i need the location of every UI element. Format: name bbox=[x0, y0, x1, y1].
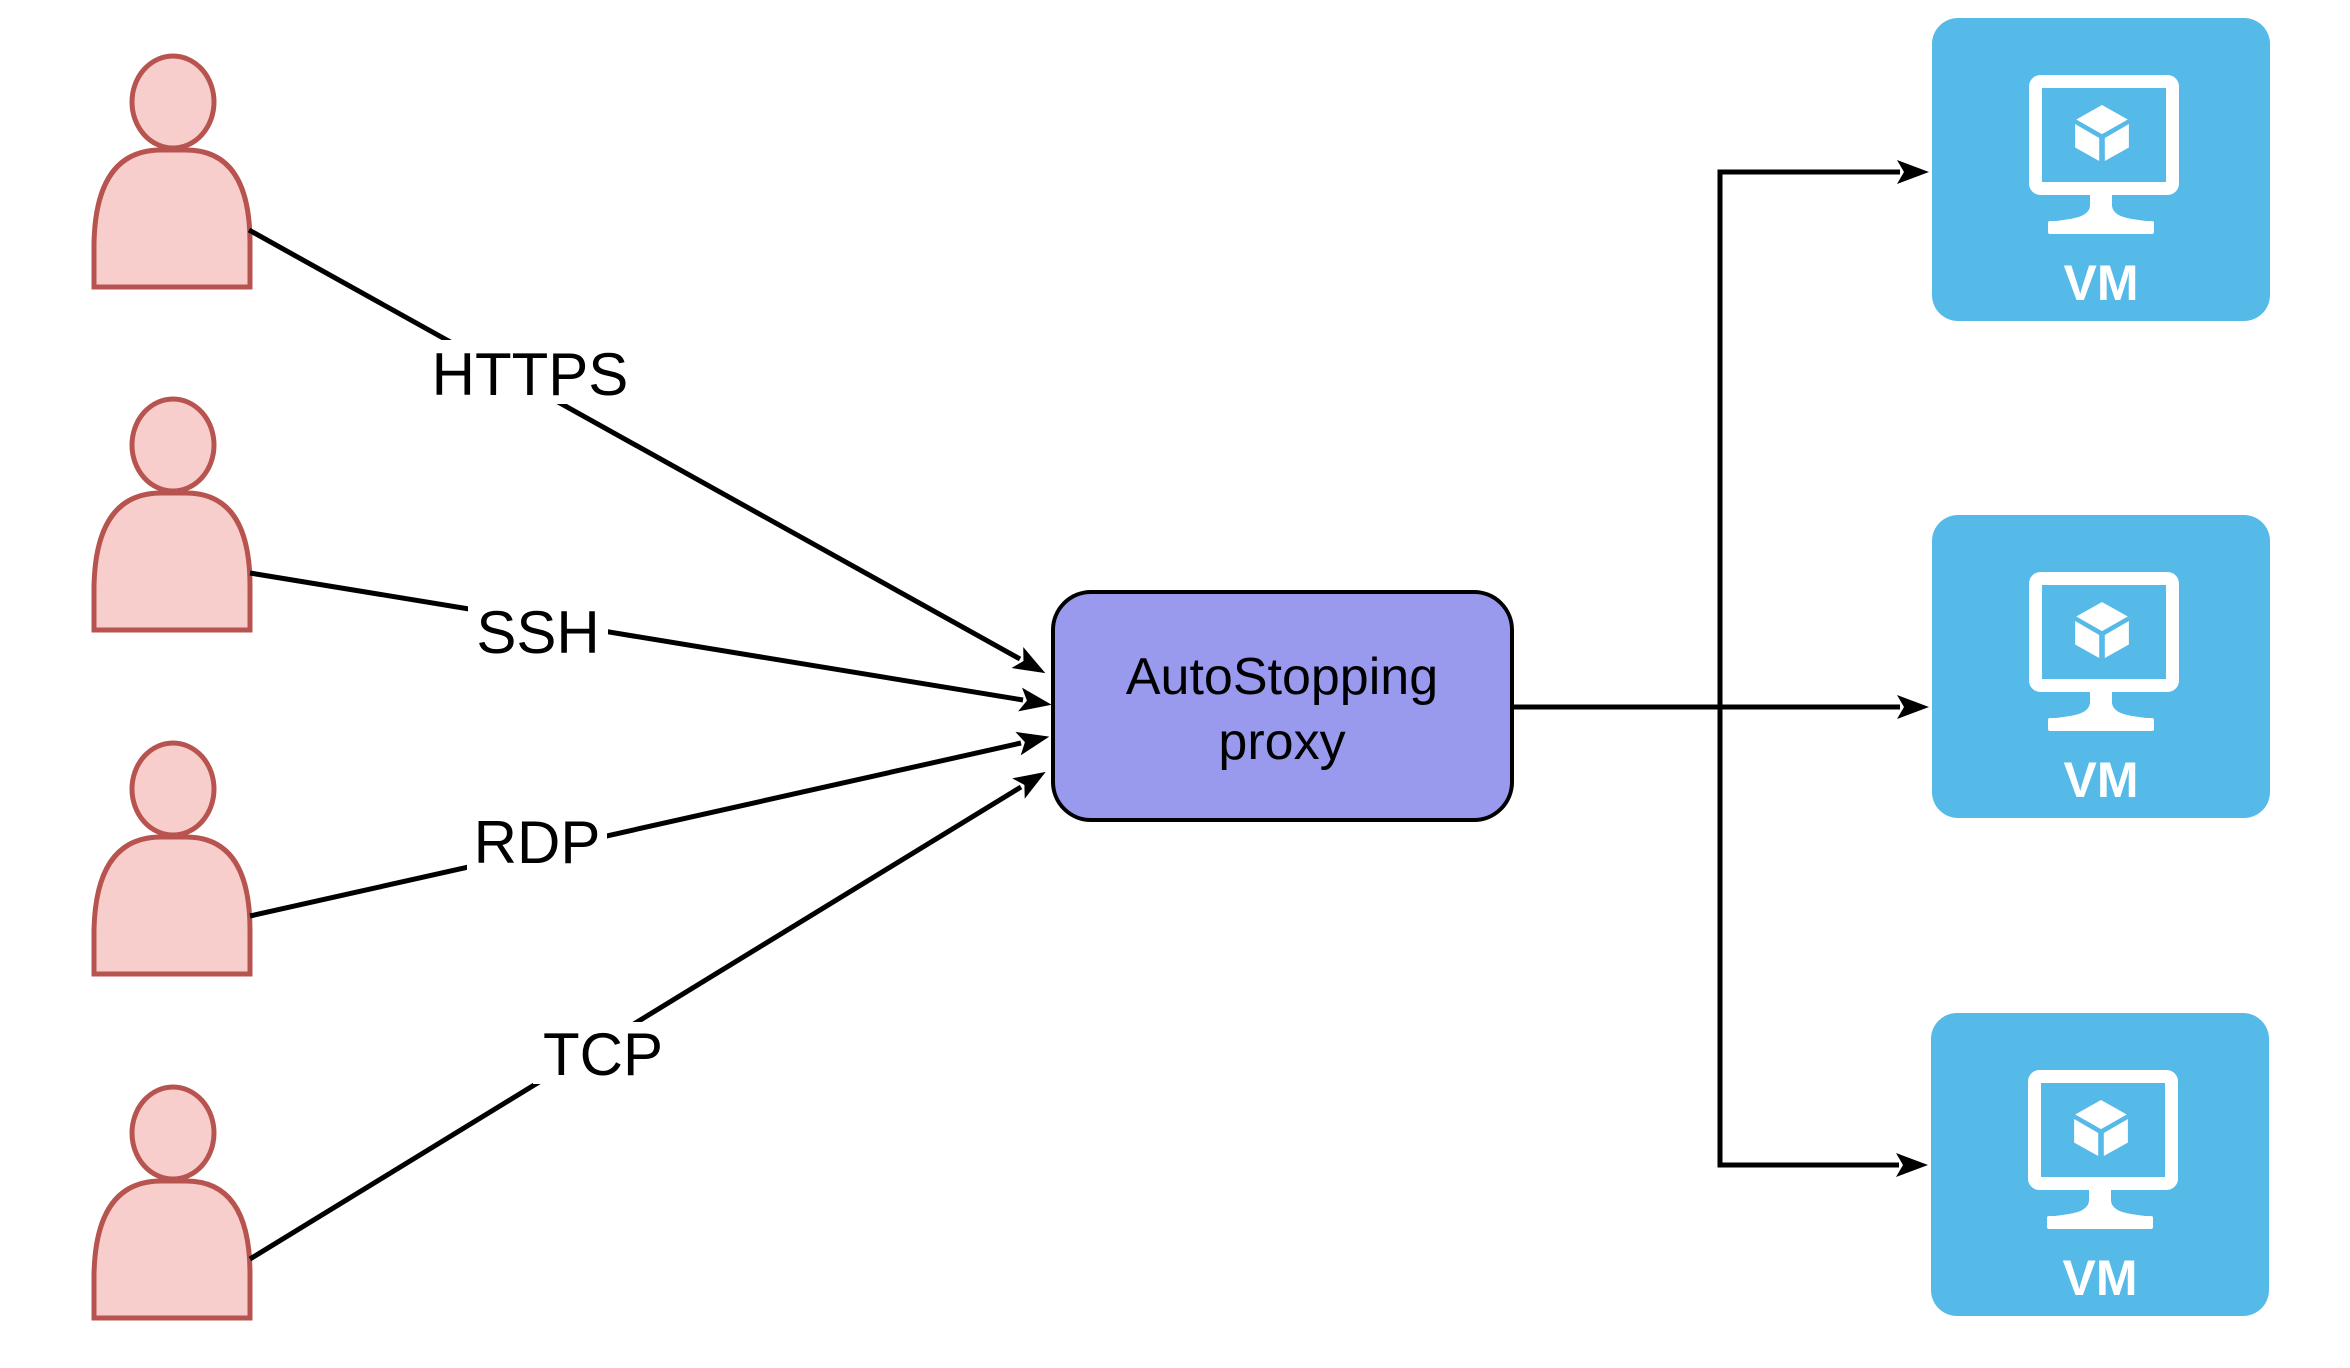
edge-label-ssh: SSH bbox=[476, 599, 599, 666]
edge-label-rdp: RDP bbox=[474, 809, 601, 876]
edge-ssh bbox=[249, 570, 1052, 712]
vm-node-1: VM bbox=[1932, 18, 2270, 321]
edge-https bbox=[247, 227, 1046, 674]
edge-label-https: HTTPS bbox=[432, 341, 629, 408]
vm-label: VM bbox=[2064, 255, 2139, 311]
edge-rdp bbox=[249, 731, 1050, 919]
vm-label: VM bbox=[2063, 1250, 2138, 1306]
edge-label-tcp: TCP bbox=[543, 1021, 663, 1088]
label-bg-ssh bbox=[468, 600, 608, 664]
vm-node-3: VM bbox=[1931, 1013, 2269, 1316]
autostopping-proxy-node: AutoStopping proxy bbox=[1051, 590, 1514, 822]
label-bg-tcp bbox=[533, 1022, 673, 1084]
label-bg-rdp bbox=[467, 811, 607, 875]
edge-proxy-to-vm3 bbox=[1512, 704, 1928, 1177]
label-bg-https bbox=[424, 340, 636, 404]
vm-label: VM bbox=[2064, 752, 2139, 808]
vm-node-2: VM bbox=[1932, 515, 2270, 818]
proxy-label-line2: proxy bbox=[1218, 713, 1345, 771]
proxy-box bbox=[1051, 590, 1514, 822]
proxy-label-line1: AutoStopping bbox=[1126, 648, 1438, 706]
